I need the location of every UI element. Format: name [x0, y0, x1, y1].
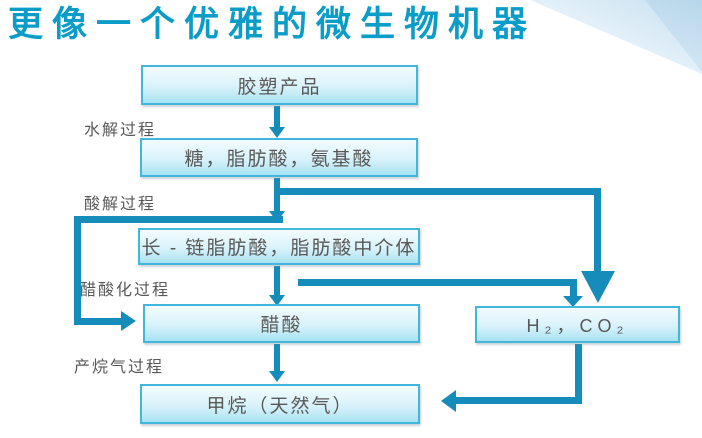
arrow-acetate-to-methane-head	[269, 371, 285, 382]
branch-acidogenesis-v-line	[594, 188, 601, 272]
left-bypass-v-line	[74, 216, 81, 325]
stage-label-acidogenesis: 酸解过程	[84, 196, 157, 213]
branch-lcfa-to-h2co2-h-line	[298, 279, 574, 286]
branch-lcfa-to-h2co2-stub	[570, 279, 577, 297]
stage-label-acetogenesis: 醋酸化过程	[80, 282, 171, 299]
box-hydrolysis-products: 糖，脂肪酸，氨基酸	[140, 138, 418, 177]
box-plastic-products: 胶塑产品	[141, 65, 418, 105]
arrow-h2co2-to-methane-h-line	[456, 397, 582, 404]
arrow-lcfa-to-acetate-shaft	[274, 266, 280, 296]
arrow-h2co2-to-methane-arrowhead	[441, 390, 456, 412]
branch-acidogenesis-arrowhead	[581, 271, 615, 303]
left-bypass-arrowhead	[121, 311, 136, 331]
arrow-sugar-down-shaft	[274, 178, 280, 212]
box-long-chain-fatty-acids: 长 - 链脂肪酸，脂肪酸中介体	[138, 228, 420, 265]
stage-label-methanogenesis: 产烷气过程	[74, 359, 165, 376]
branch-lcfa-to-h2co2-arrowhead	[563, 296, 583, 307]
acidogenesis-junction-line	[74, 216, 283, 223]
stage-label-hydrolysis: 水解过程	[84, 122, 157, 139]
slide-title: 更像一个优雅的微生物机器	[8, 5, 537, 44]
arrow-h2co2-to-methane-v-line	[575, 344, 582, 404]
box-h2-co2: H₂，CO₂	[475, 306, 680, 343]
box-methane: 甲烷（天然气）	[140, 384, 420, 424]
branch-acidogenesis-h-line	[274, 188, 601, 195]
arrow-lcfa-to-acetate-head	[269, 295, 285, 306]
left-bypass-h-line	[74, 318, 122, 325]
arrow-acetate-to-methane-shaft	[274, 344, 280, 372]
arrow-plastic-to-sugar-head	[269, 127, 285, 138]
box-acetic-acid: 醋酸	[143, 304, 420, 343]
arrow-plastic-to-sugar-shaft	[274, 106, 280, 128]
